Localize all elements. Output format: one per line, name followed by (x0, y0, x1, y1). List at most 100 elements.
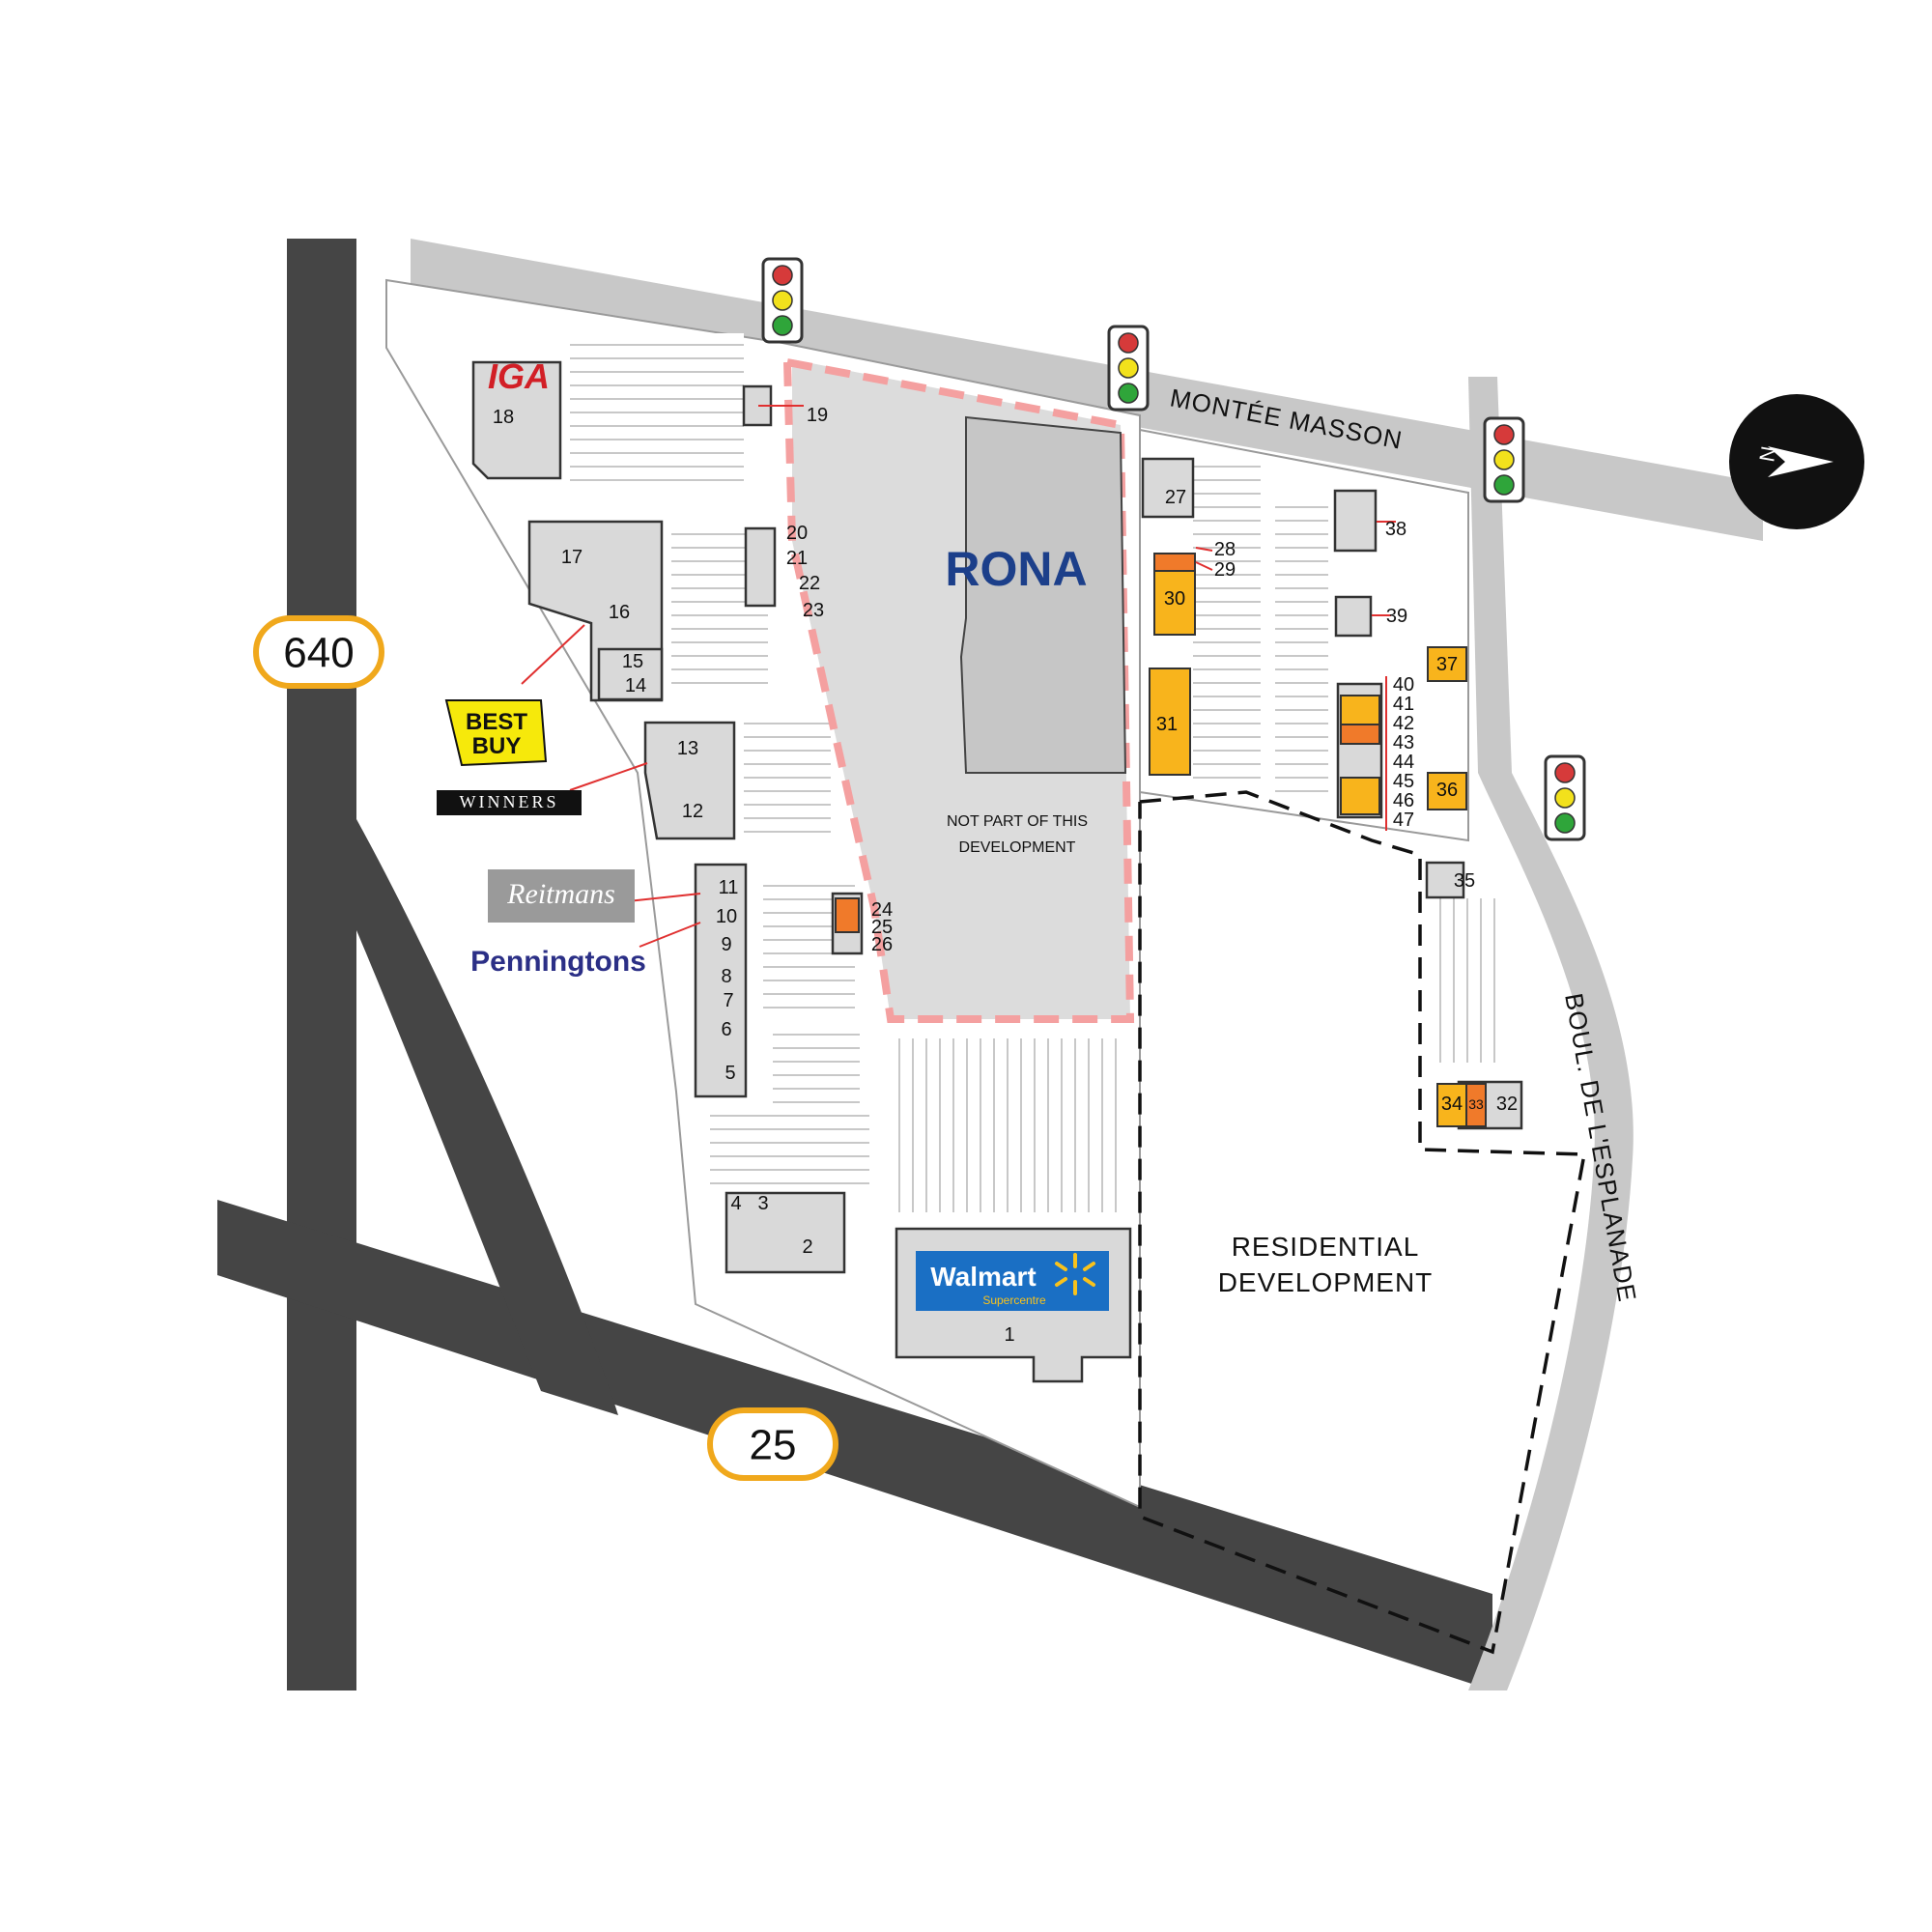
unit-1: 1 (1004, 1324, 1014, 1346)
unit-35: 35 (1454, 870, 1475, 892)
unit-31-fill (1149, 668, 1191, 776)
building-18 (471, 360, 562, 480)
unit-21: 21 (786, 548, 808, 569)
unit-20: 20 (786, 523, 808, 544)
unit-3: 3 (757, 1193, 768, 1214)
unit-38: 38 (1385, 519, 1406, 540)
bestbuy-logo: BEST BUY (444, 699, 548, 767)
unit-41: 41 (1393, 694, 1414, 715)
unit-45-47-fill (1340, 777, 1380, 815)
unit-34-fill (1436, 1083, 1467, 1127)
unit-14: 14 (625, 675, 646, 696)
compass-letter: N (1754, 444, 1780, 464)
unit-18: 18 (493, 407, 514, 428)
traffic-light-2 (1107, 325, 1150, 412)
unit-12: 12 (682, 801, 703, 822)
walmart-logo: Walmart Supercentre (916, 1251, 1109, 1311)
unit-31: 31 (1156, 714, 1178, 735)
building-39 (1334, 595, 1373, 638)
bestbuy-logo-line1: BEST (466, 709, 527, 735)
highway-25 (217, 819, 1492, 1690)
unit-30: 30 (1164, 588, 1185, 610)
unit-44: 44 (1393, 752, 1414, 773)
building-20-23 (744, 526, 777, 608)
reitmans-logo: Reitmans (488, 869, 635, 923)
unit-28-fill (1153, 553, 1196, 572)
unit-13: 13 (677, 738, 698, 759)
unit-15: 15 (622, 651, 643, 672)
walmart-logo-text: Walmart (930, 1262, 1036, 1292)
unit-7: 7 (723, 990, 733, 1011)
unit-6: 6 (721, 1019, 731, 1040)
unit-22: 22 (799, 573, 820, 594)
residential-label-2: DEVELOPMENT (1218, 1267, 1434, 1297)
traffic-light-4 (1544, 754, 1586, 841)
winners-logo-text: WINNERS (460, 792, 559, 811)
iga-logo: IGA (488, 356, 550, 396)
traffic-light-1 (761, 257, 804, 344)
unit-17: 17 (561, 547, 582, 568)
leader-lines (521, 405, 1396, 948)
unit-33-fill (1465, 1083, 1487, 1127)
unit-36: 36 (1436, 780, 1458, 801)
excluded-label-1: NOT PART OF THIS (947, 813, 1088, 830)
highway-640 (287, 239, 356, 1690)
building-2-4 (724, 1191, 846, 1274)
building-5-11 (694, 863, 748, 1098)
unit-29: 29 (1214, 559, 1236, 581)
excluded-label-2: DEVELOPMENT (959, 839, 1076, 856)
unit-45: 45 (1393, 771, 1414, 792)
residential-boundary: RESIDENTIAL DEVELOPMENT (1138, 790, 1587, 1655)
penningtons-logo: Penningtons (470, 946, 646, 978)
unit-37: 37 (1436, 654, 1458, 675)
street-boul-esplanade (1468, 377, 1634, 1690)
unit-24: 24 (871, 899, 893, 921)
unit-5: 5 (724, 1063, 735, 1084)
unit-30-fill (1153, 570, 1196, 636)
unit-26: 26 (871, 934, 893, 955)
bestbuy-logo-line2: BUY (472, 733, 522, 759)
street-montee-masson (411, 239, 1763, 541)
unit-43: 43 (1393, 732, 1414, 753)
compass-north-icon: N (1729, 394, 1864, 529)
building-35 (1425, 861, 1465, 899)
unit-40: 40 (1393, 674, 1414, 696)
unit-10: 10 (716, 906, 737, 927)
unit-42-43-fill (1340, 724, 1380, 745)
unit-34: 34 (1441, 1094, 1463, 1115)
building-27 (1141, 457, 1195, 519)
walmart-spark-icon (1055, 1253, 1095, 1295)
shield-25: 25 (707, 1407, 838, 1481)
winners-logo: WINNERS (437, 790, 582, 815)
unit-37-fill (1427, 646, 1467, 682)
available-units (835, 553, 1487, 1127)
shield-640: 640 (253, 615, 384, 689)
unit-25: 25 (871, 917, 893, 938)
rona-logo: RONA (945, 542, 1087, 596)
unit-8: 8 (721, 966, 731, 987)
unit-47: 47 (1393, 810, 1414, 831)
unit-11: 11 (719, 877, 739, 898)
building-14-15 (597, 647, 664, 701)
unit-39: 39 (1386, 606, 1407, 627)
unit-16: 16 (609, 602, 630, 623)
unit-27: 27 (1165, 487, 1186, 508)
rona-building (959, 415, 1127, 774)
unit-33: 33 (1468, 1096, 1484, 1112)
shield-640-label: 640 (283, 630, 354, 677)
unit-40-41-fill (1340, 695, 1380, 725)
shield-25-label: 25 (750, 1422, 797, 1469)
traffic-light-3 (1483, 416, 1525, 503)
unit-42: 42 (1393, 713, 1414, 734)
building-38 (1333, 489, 1378, 553)
unit-2: 2 (802, 1236, 812, 1258)
unit-9: 9 (721, 934, 731, 955)
unit-32: 32 (1496, 1094, 1518, 1115)
unit-46: 46 (1393, 790, 1414, 811)
reitmans-logo-text: Reitmans (506, 878, 615, 910)
unit-19: 19 (807, 405, 828, 426)
unit-36-fill (1427, 772, 1467, 810)
unit-24-fill (835, 897, 860, 933)
walmart-logo-sub: Supercentre (982, 1293, 1046, 1307)
